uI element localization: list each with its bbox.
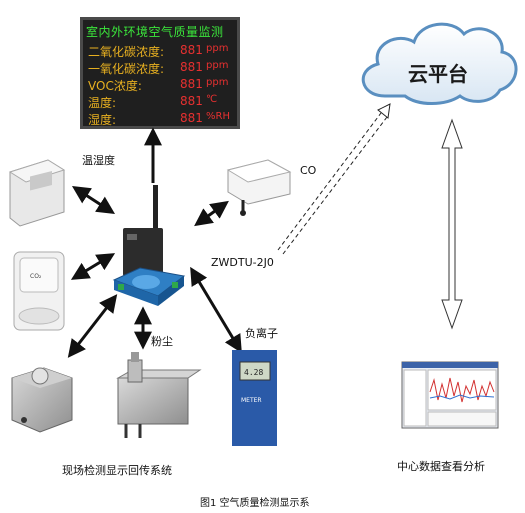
ion-meter-reading: 4.28 [244, 368, 263, 377]
arrow-negative-ion [190, 266, 242, 354]
arrow-co2 [70, 253, 116, 280]
gateway-device-icon [112, 185, 186, 306]
cloud-platform-label: 云平台 [408, 62, 468, 86]
display-row-label: 二氧化碳浓度: [88, 45, 165, 59]
display-row-value: 881 [180, 111, 203, 125]
display-row-humidity: 湿度: 881 %RH [88, 111, 238, 128]
display-row-unit: %RH [206, 111, 230, 122]
display-row-co2: 二氧化碳浓度: 881 ppm [88, 43, 238, 60]
display-row-unit: ppm [206, 77, 229, 88]
center-analysis-label: 中心数据查看分析 [397, 460, 485, 473]
display-row-unit: ℃ [206, 94, 218, 105]
display-row-temperature: 温度: 881 ℃ [88, 94, 238, 111]
display-title: 室内外环境空气质量监测 [86, 25, 224, 39]
analysis-software-icon [401, 361, 499, 429]
display-row-unit: ppm [206, 60, 229, 71]
display-row-label: 温度: [88, 96, 117, 110]
field-system-label: 现场检测显示回传系统 [62, 464, 172, 477]
display-row-value: 881 [180, 94, 203, 108]
co-sensor-icon [226, 159, 292, 216]
negative-ion-label: 负离子 [245, 327, 278, 340]
display-row-unit: ppm [206, 43, 229, 54]
display-row-co: 一氧化碳浓度: 881 ppm [88, 60, 238, 77]
co-label: CO [300, 164, 317, 177]
temp-humidity-sensor-icon [8, 159, 66, 227]
display-row-label: 湿度: [88, 113, 117, 127]
display-row-value: 881 [180, 77, 203, 91]
arrow-field-system [67, 294, 118, 358]
dust-label: 粉尘 [151, 335, 173, 348]
arrow-temp-humidity [71, 186, 116, 214]
arrow-co-sensor [194, 200, 229, 227]
co2-sensor-label: CO₂ [30, 273, 42, 280]
display-row-label: 一氧化碳浓度: [88, 62, 165, 76]
cloud-platform-icon [361, 22, 518, 105]
co2-sensor-icon: CO₂ [13, 251, 65, 331]
temp-humidity-label: 温湿度 [82, 154, 115, 167]
gateway-label: ZWDTU-2J0 [211, 256, 274, 269]
display-row-voc: VOC浓度: 881 ppm [88, 77, 238, 94]
negative-ion-meter-icon: 4.28 METER [232, 350, 277, 446]
led-display-board: 室内外环境空气质量监测 二氧化碳浓度: 881 ppm 一氧化碳浓度: 881 … [80, 17, 240, 129]
ion-meter-brand: METER [241, 397, 262, 404]
dust-sensor-icon [116, 352, 202, 438]
figure-caption: 图1 空气质量检测显示系 [200, 498, 310, 509]
double-arrow-cloud-center [441, 118, 463, 330]
display-row-value: 881 [180, 43, 203, 57]
field-display-unit-icon [11, 367, 73, 433]
display-row-value: 881 [180, 60, 203, 74]
wireless-link [277, 103, 391, 255]
display-row-label: VOC浓度: [88, 79, 142, 93]
